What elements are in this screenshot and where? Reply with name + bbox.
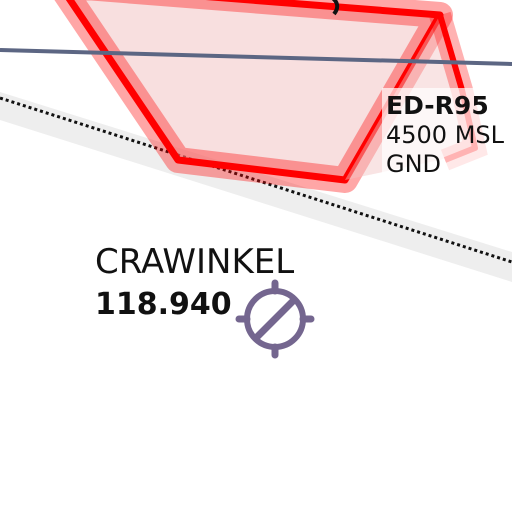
airspace-name-label: ED-R95 (386, 91, 489, 120)
restricted-area-border (65, 0, 444, 184)
airspace-lower-limit-label: GND (386, 150, 441, 178)
airway-line (0, 48, 512, 66)
restricted-area-ed-r95[interactable] (54, 0, 488, 193)
navaid-symbol-icon[interactable] (235, 279, 315, 359)
cut-off-label-glyph (331, 0, 340, 16)
navaid-name-label: CRAWINKEL (95, 242, 294, 282)
navaid-frequency-label: 118.940 (95, 287, 232, 322)
airspace-upper-limit-label: 4500 MSL (386, 121, 505, 149)
airspace-label-backdrop (382, 88, 512, 180)
